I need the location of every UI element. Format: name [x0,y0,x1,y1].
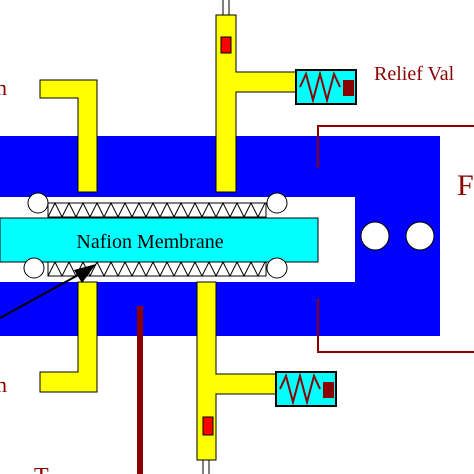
o-ring-right-b [405,221,435,251]
o-ring-top-right [266,192,288,214]
housing-block [0,136,440,336]
o-ring-top-left [27,192,49,214]
mesh-top [47,201,267,219]
inlet-top-label: n [0,75,7,100]
pointer-arrow [0,264,96,319]
bottom-relief-valve [275,371,337,407]
membrane-label: Nafion Membrane [76,231,223,253]
top-port-red-marker [220,36,232,54]
inlet-bottom-label: n [0,372,7,397]
frame-outline [317,125,474,353]
bottom-port-red-marker [202,416,214,436]
o-ring-bottom-right [266,257,288,279]
right-cut-label: F [457,169,474,202]
o-rings [23,192,435,279]
o-ring-right-a [360,221,390,251]
bottom-left-port [39,281,98,393]
o-ring-bottom-left [23,257,45,279]
electrode-rod [137,306,143,474]
top-relief-valve [295,69,357,105]
nafion-membrane [0,217,319,263]
bottom-cut-label: T [34,464,49,474]
relief-valve-label: Relief Val [374,63,455,85]
top-left-port [39,79,98,193]
